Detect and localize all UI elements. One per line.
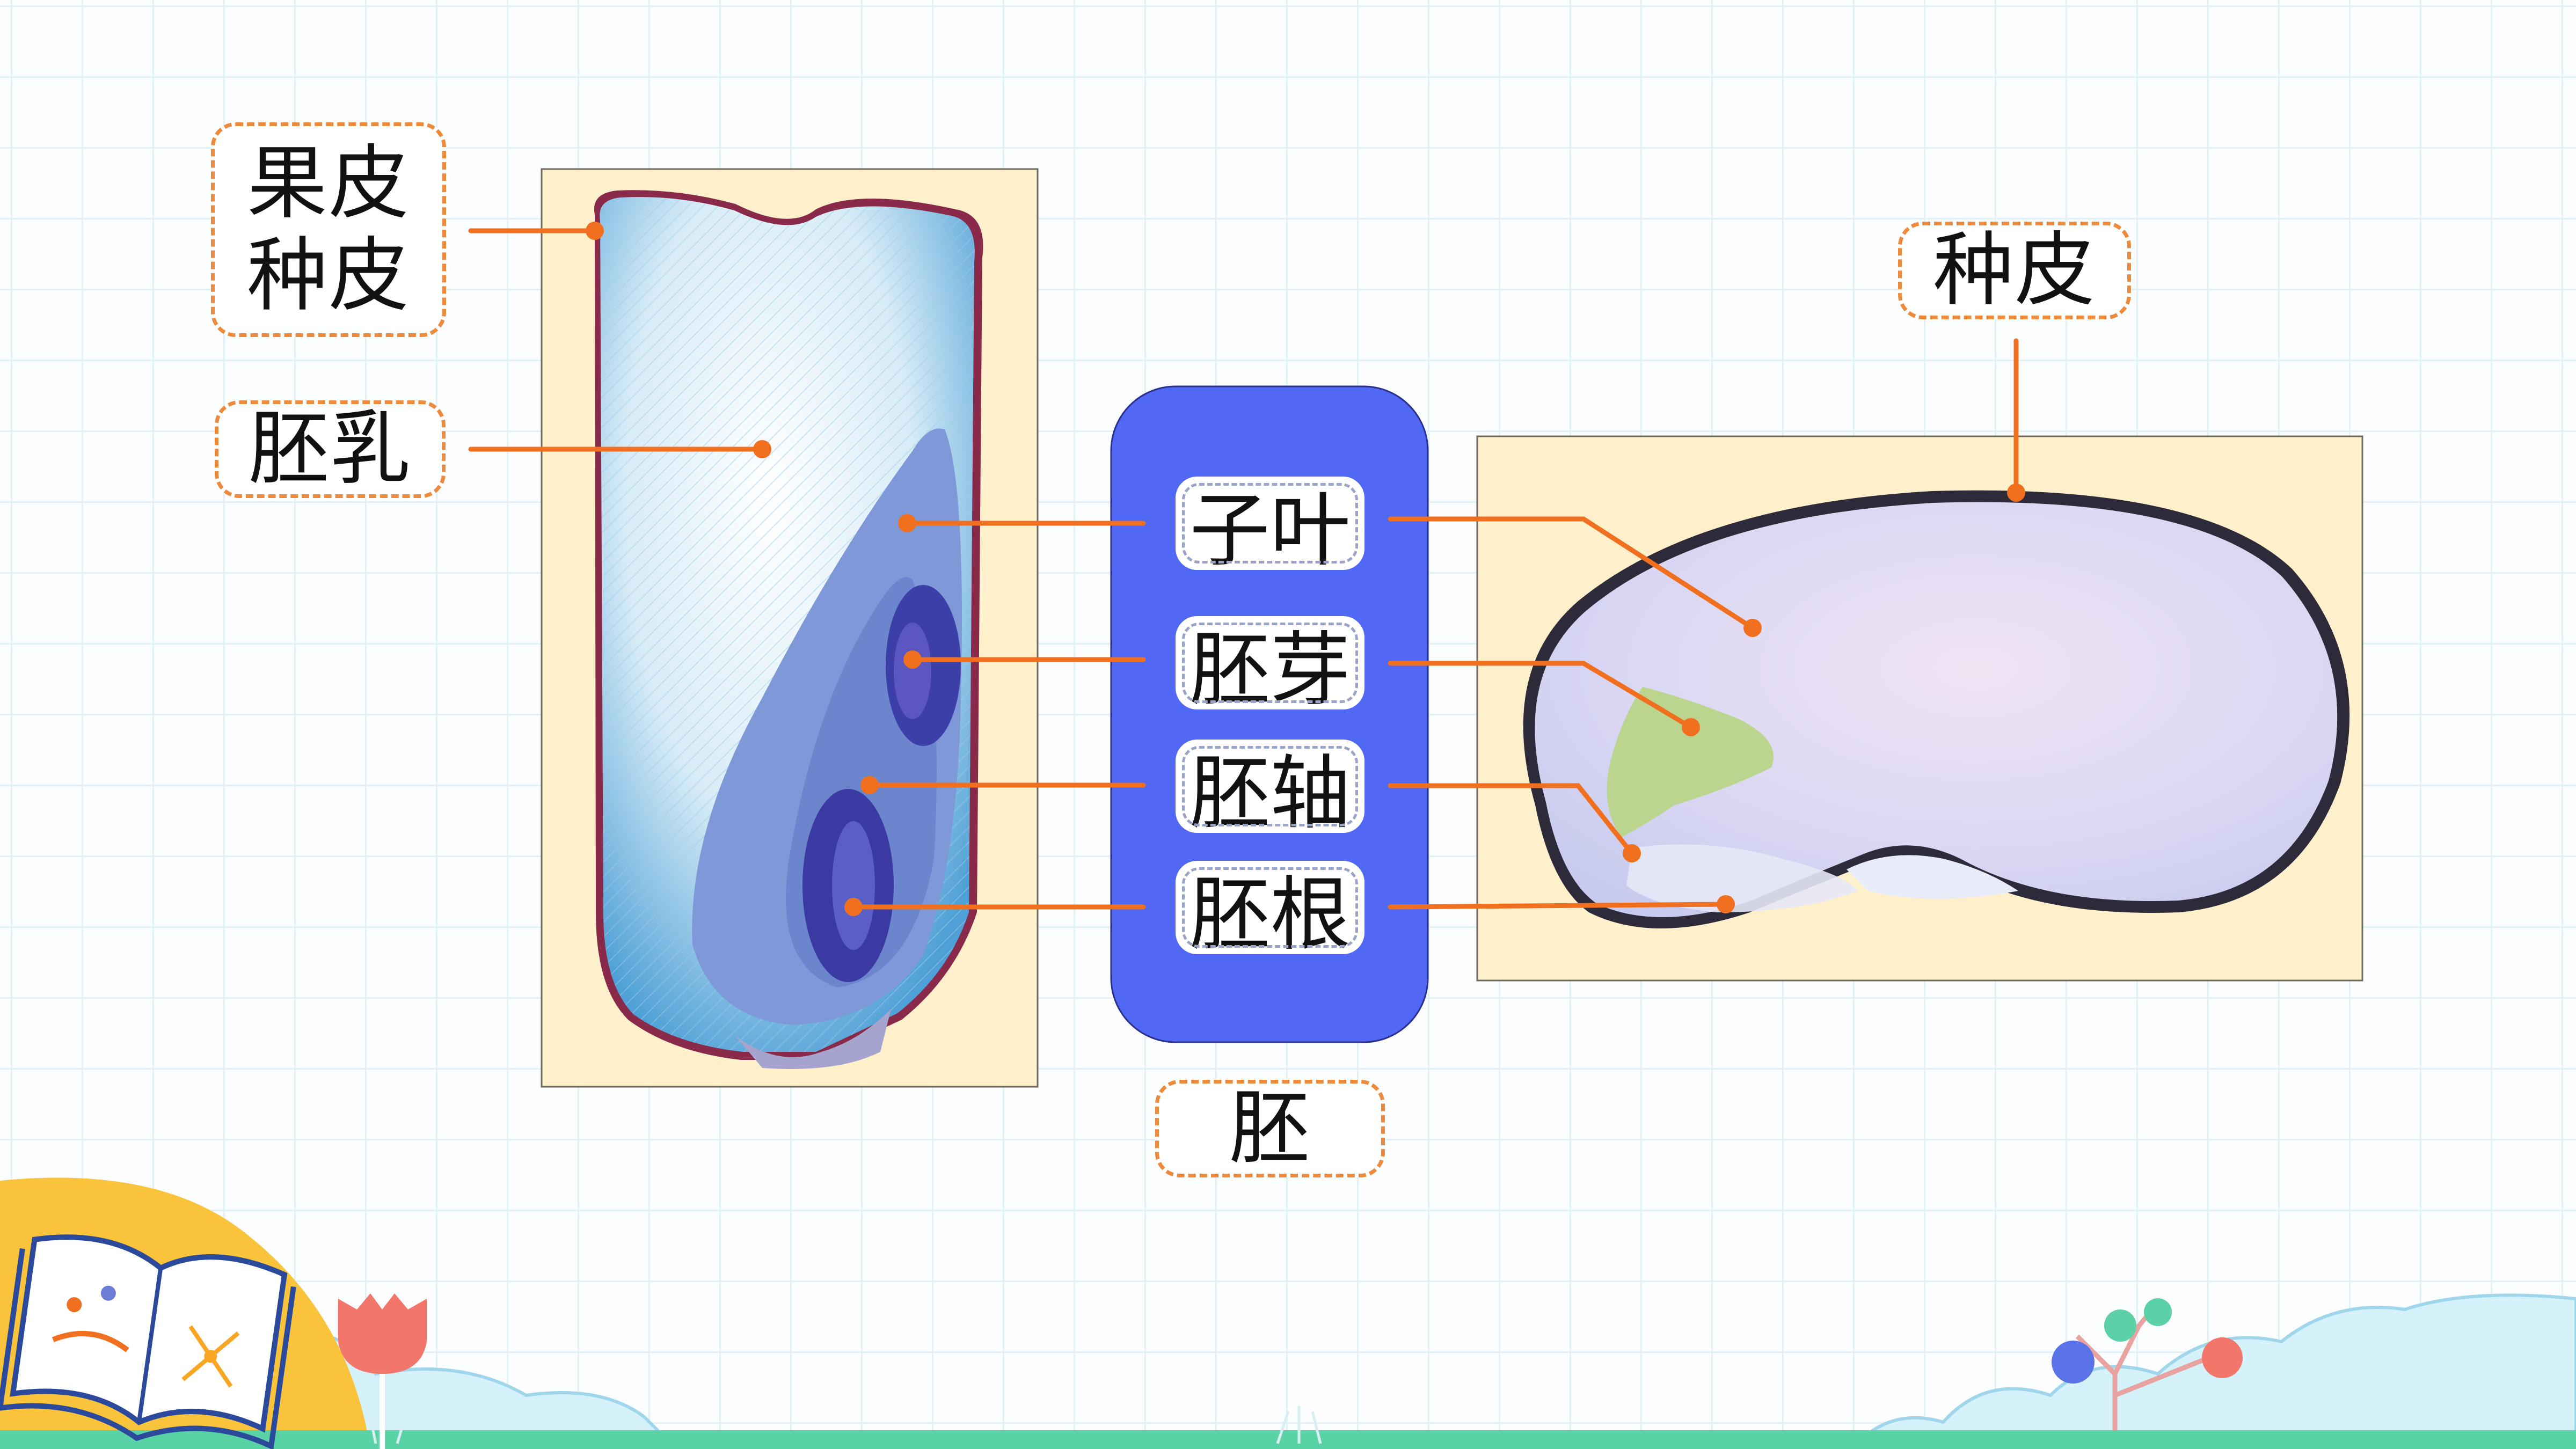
plumule-chip: 胚芽	[1176, 616, 1364, 717]
seed-coat-text: 种皮	[246, 229, 410, 323]
leader-dot	[903, 650, 922, 669]
pericarp-text: 果皮	[246, 136, 410, 230]
ground-strip	[0, 1430, 2576, 1449]
leader-dot	[2007, 484, 2025, 502]
leader-dot	[898, 514, 916, 532]
embryo-caption-text: 胚	[1229, 1081, 1311, 1175]
leader-dot	[753, 440, 771, 458]
plumule-text: 胚芽	[1189, 623, 1351, 717]
hypocotyl-text: 胚轴	[1189, 747, 1351, 840]
cotyledon-text: 子叶	[1189, 484, 1351, 577]
leader-dot	[586, 222, 604, 240]
embryo-caption-label: 胚	[1155, 1080, 1385, 1177]
leader-dot	[1743, 619, 1762, 637]
leader-dot	[1682, 718, 1700, 736]
cotyledon-chip: 子叶	[1176, 477, 1364, 577]
leader-dot	[860, 776, 879, 794]
bean-hypocotyl-radicle	[1626, 844, 1857, 912]
balloon-tree-icon	[2052, 1298, 2243, 1430]
leader-dot	[1623, 844, 1641, 862]
radicle-chip: 胚根	[1176, 861, 1364, 962]
open-book-icon	[0, 1234, 296, 1449]
leader-dot	[1717, 895, 1735, 913]
radicle-text: 胚根	[1189, 868, 1351, 962]
bean-seed-coat-label: 种皮	[1898, 222, 2131, 319]
bean-seed-coat-text: 种皮	[1932, 223, 2096, 317]
leader-dot	[844, 898, 863, 916]
bean-plumule	[1607, 687, 1774, 837]
bean-cotyledon	[1535, 502, 2338, 918]
flower-icon	[338, 1293, 427, 1449]
pericarp-seedcoat-label: 果皮 种皮	[211, 122, 446, 337]
hypocotyl-chip: 胚轴	[1176, 740, 1364, 840]
endosperm-label: 胚乳	[215, 400, 446, 498]
endosperm-text: 胚乳	[248, 402, 412, 496]
